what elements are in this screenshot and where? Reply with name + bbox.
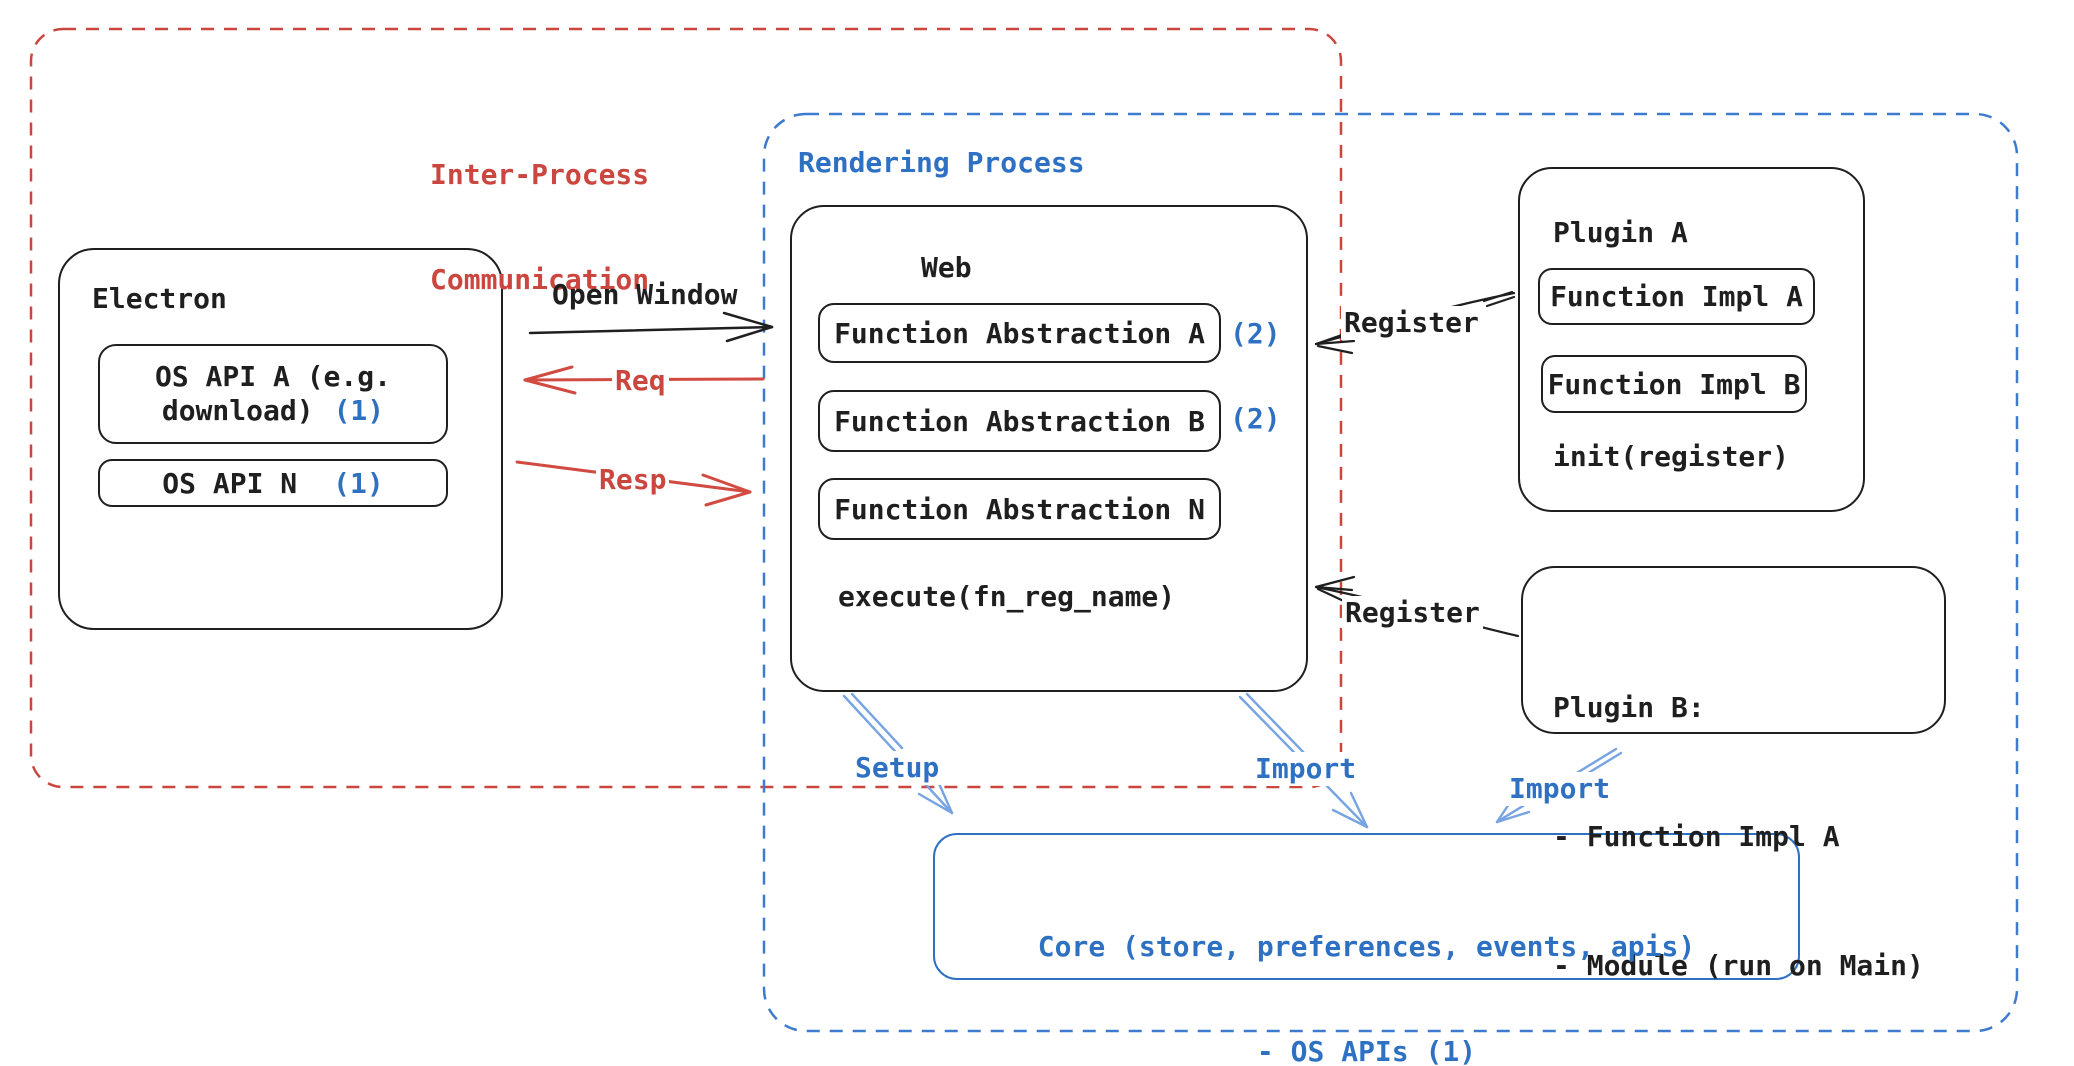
plugin-a-title: Plugin A xyxy=(1553,216,1688,249)
fn-abstraction-n-box: Function Abstraction N xyxy=(818,478,1221,540)
import-web-label: Import xyxy=(1252,752,1360,786)
register-bottom-label: Register xyxy=(1342,596,1483,630)
plugin-a-impl-b-box: Function Impl B xyxy=(1541,355,1807,413)
rendering-boundary-outline xyxy=(762,112,2019,1033)
os-api-a-line2: download) xyxy=(161,394,314,427)
register-top-label: Register xyxy=(1341,306,1482,340)
fn-abstraction-b-box: Function Abstraction B xyxy=(818,390,1221,452)
os-api-a-badge: (1) xyxy=(333,394,385,427)
web-execute-label: execute(fn_reg_name) xyxy=(838,580,1176,613)
req-label: Req xyxy=(612,364,669,398)
core-text: Core (store, preferences, events, apis) … xyxy=(933,859,1800,1066)
core-line2: - OS APIs (1) xyxy=(1256,1035,1477,1066)
electron-title: Electron xyxy=(92,282,227,315)
core-line1: Core (store, preferences, events, apis) xyxy=(1037,930,1696,963)
plugin-a-box xyxy=(1518,167,1865,512)
plugin-b-text: Plugin B: - Function Impl A - Module (ru… xyxy=(1553,600,1924,1066)
fn-abstraction-b-badge: (2) xyxy=(1230,402,1281,435)
core-box xyxy=(933,833,1800,980)
plugin-b-box xyxy=(1521,566,1946,734)
import-pluginb-label: Import xyxy=(1506,772,1614,806)
os-api-a-box: OS API A (e.g. download) (1) xyxy=(98,344,448,444)
os-api-a-line1: OS API A (e.g. xyxy=(154,360,391,393)
os-api-n-label: OS API N xyxy=(162,466,298,500)
os-api-n-badge: (1) xyxy=(333,466,384,500)
plugin-b-line1: Plugin B: xyxy=(1553,691,1705,724)
rendering-boundary-label: Rendering Process xyxy=(798,146,1085,179)
resp-label: Resp xyxy=(596,463,670,497)
ipc-boundary-label: Inter-Process Communication xyxy=(430,87,649,367)
plugin-a-init-label: init(register) xyxy=(1553,440,1790,473)
plugin-b-line3: - Module (run on Main) xyxy=(1553,949,1924,982)
plugin-b-line2: - Function Impl A xyxy=(1553,820,1840,853)
os-api-n-box: OS API N (1) xyxy=(98,459,448,507)
open-window-label: Open Window xyxy=(552,278,738,311)
ipc-label-line2: Communication xyxy=(430,263,650,296)
open-window-arrow xyxy=(528,311,774,343)
web-title: Web xyxy=(921,251,972,284)
ipc-boundary-outline xyxy=(29,27,1343,789)
plugin-a-impl-a-box: Function Impl A xyxy=(1538,268,1815,325)
setup-label: Setup xyxy=(852,751,943,785)
ipc-label-line1: Inter-Process xyxy=(430,158,650,191)
fn-abstraction-a-badge: (2) xyxy=(1230,317,1281,350)
fn-abstraction-a-box: Function Abstraction A xyxy=(818,303,1221,363)
